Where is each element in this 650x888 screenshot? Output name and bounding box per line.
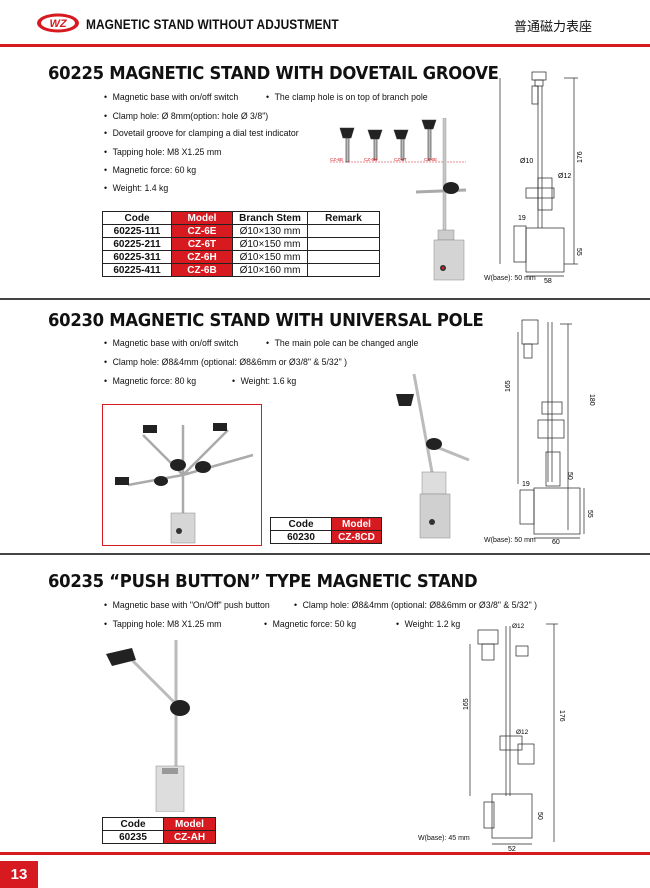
column-header: Model [331,517,382,531]
variant-label: CZ-6B [330,157,343,162]
section-divider [0,298,650,300]
section1-bullet: Dovetail groove for clamping a dial test… [104,128,299,139]
dim-label: 50 [536,812,543,820]
column-header: Model [171,211,233,225]
section1-bullet: Tapping hole: M8 X1.25 mm [104,147,222,158]
dim-label: 50 [566,472,573,480]
section1-bullet: Magnetic force: 60 kg [104,165,197,176]
section3-bullet: Magnetic force: 50 kg [264,619,357,630]
dim-label: 176 [558,710,565,722]
column-header: Remark [307,211,380,225]
table-header-row: Code Model [102,817,216,831]
section1-bullet: Magnetic base with on/off switch [104,92,239,103]
table-cell [307,263,380,277]
table-cell: 60225-111 [102,224,172,238]
table-cell: Ø10×150 mm [232,237,308,251]
section2-angle-photo [115,423,254,544]
section2-angle-photo-frame [102,404,262,546]
table-header-row: Code Model Branch Stem Remark [102,211,380,225]
table-row: 60235 CZ-AH [102,830,216,844]
header-chinese-title: 普通磁力表座 [513,20,592,35]
section1-bullet: Clamp hole: Ø 8mm(option: hole Ø 3/8") [104,111,269,122]
section2-technical-drawing: 165 180 50 19 55 60 [505,319,595,544]
table-cell: CZ-6T [171,237,233,251]
logo-text: WZ [49,18,67,30]
table-cell: 60225-311 [102,250,172,264]
section2-bullet: Magnetic force: 80 kg [104,376,197,387]
table-cell: 60225-211 [102,237,172,251]
footer-rule [0,852,650,855]
section1-bullet: Weight: 1.4 kg [104,183,169,194]
variant-label: CZ-6T [394,157,407,162]
dim-label: 55 [586,510,593,518]
section2-bullet: Clamp hole: Ø8&4mm (optional: Ø8&6mm or … [104,357,348,368]
section3-bullet: Magnetic base with "On/Off" push button [104,600,270,611]
table-row: 60225-111 CZ-6E Ø10×130 mm [102,224,380,238]
dim-label: 19 [518,215,526,222]
dim-label: Ø10 [520,158,533,165]
section3-base-width: W(base): 45 mm [418,835,470,842]
section3-bullet: Clamp hole: Ø8&4mm (optional: Ø8&6mm or … [294,600,538,611]
section3-bullet: Weight: 1.2 kg [396,619,461,630]
section1-spec-table: Code Model Branch Stem Remark 60225-111 … [102,211,380,277]
table-cell: CZ-8CD [331,530,382,544]
section2-bullet: The main pole can be changed angle [266,338,419,349]
table-row: 60225-311 CZ-6H Ø10×150 mm [102,250,380,264]
dim-label: Ø12 [512,623,525,630]
table-row: 60225-411 CZ-6B Ø10×160 mm [102,263,380,277]
column-header: Code [102,211,172,225]
section2-title: 60230 MAGNETIC STAND WITH UNIVERSAL POLE [48,311,484,331]
column-header: Code [270,517,332,531]
variant-label: CZ-6E [424,157,437,162]
section2-bullet: Magnetic base with on/off switch [104,338,239,349]
section1-base-width: W(base): 50 mm [484,275,536,282]
table-cell: 60225-411 [102,263,172,277]
brand-logo: WZ [37,13,79,33]
section3-title: 60235 “PUSH BUTTON” TYPE MAGNETIC STAND [48,572,478,592]
page-number: 13 [0,861,38,888]
section2-bullet: Weight: 1.6 kg [232,376,297,387]
table-header-row: Code Model [270,517,382,531]
column-header: Code [102,817,164,831]
dim-label: Ø12 [516,729,529,736]
dim-label: 19 [522,481,530,488]
table-row: 60230 CZ-8CD [270,530,382,544]
dim-label: 55 [575,248,582,256]
table-cell: 60230 [270,530,332,544]
section1-technical-drawing: Ø10 Ø12 176 19 55 58 [499,71,584,285]
dim-label: 165 [505,380,512,392]
dim-label: 180 [588,394,595,406]
section-divider [0,553,650,555]
table-cell: Ø10×130 mm [232,224,308,238]
table-cell: CZ-6H [171,250,233,264]
header-rule [0,44,650,47]
dim-label: 52 [508,846,516,852]
dim-label: 60 [552,539,560,544]
section2-product-photo [396,373,470,539]
dim-label: 58 [544,278,552,285]
dim-label: 165 [463,698,470,710]
section3-technical-drawing: Ø12 Ø12 165 176 50 52 [463,623,565,852]
section2-base-width: W(base): 50 mm [484,537,536,544]
section2-spec-table: Code Model 60230 CZ-8CD [270,517,382,544]
section1-title: 60225 MAGNETIC STAND WITH DOVETAIL GROOV… [48,64,499,84]
section1-product-photo: CZ-6B CZ-6H CZ-6T CZ-6E [330,118,467,281]
table-cell: CZ-6B [171,263,233,277]
dim-label: 176 [577,151,584,163]
table-cell: CZ-6E [171,224,233,238]
variant-label: CZ-6H [364,157,377,162]
section1-bullet: The clamp hole is on top of branch pole [266,92,428,103]
table-cell: 60235 [102,830,164,844]
section3-bullet: Tapping hole: M8 X1.25 mm [104,619,222,630]
column-header: Branch Stem [232,211,308,225]
table-cell: Ø10×150 mm [232,250,308,264]
section3-spec-table: Code Model 60235 CZ-AH [102,817,216,844]
dim-label: Ø12 [558,173,571,180]
table-cell: CZ-AH [163,830,216,844]
section3-product-photo [106,640,190,812]
table-cell: Ø10×160 mm [232,263,308,277]
header-title: MAGNETIC STAND WITHOUT ADJUSTMENT [86,16,339,32]
column-header: Model [163,817,216,831]
